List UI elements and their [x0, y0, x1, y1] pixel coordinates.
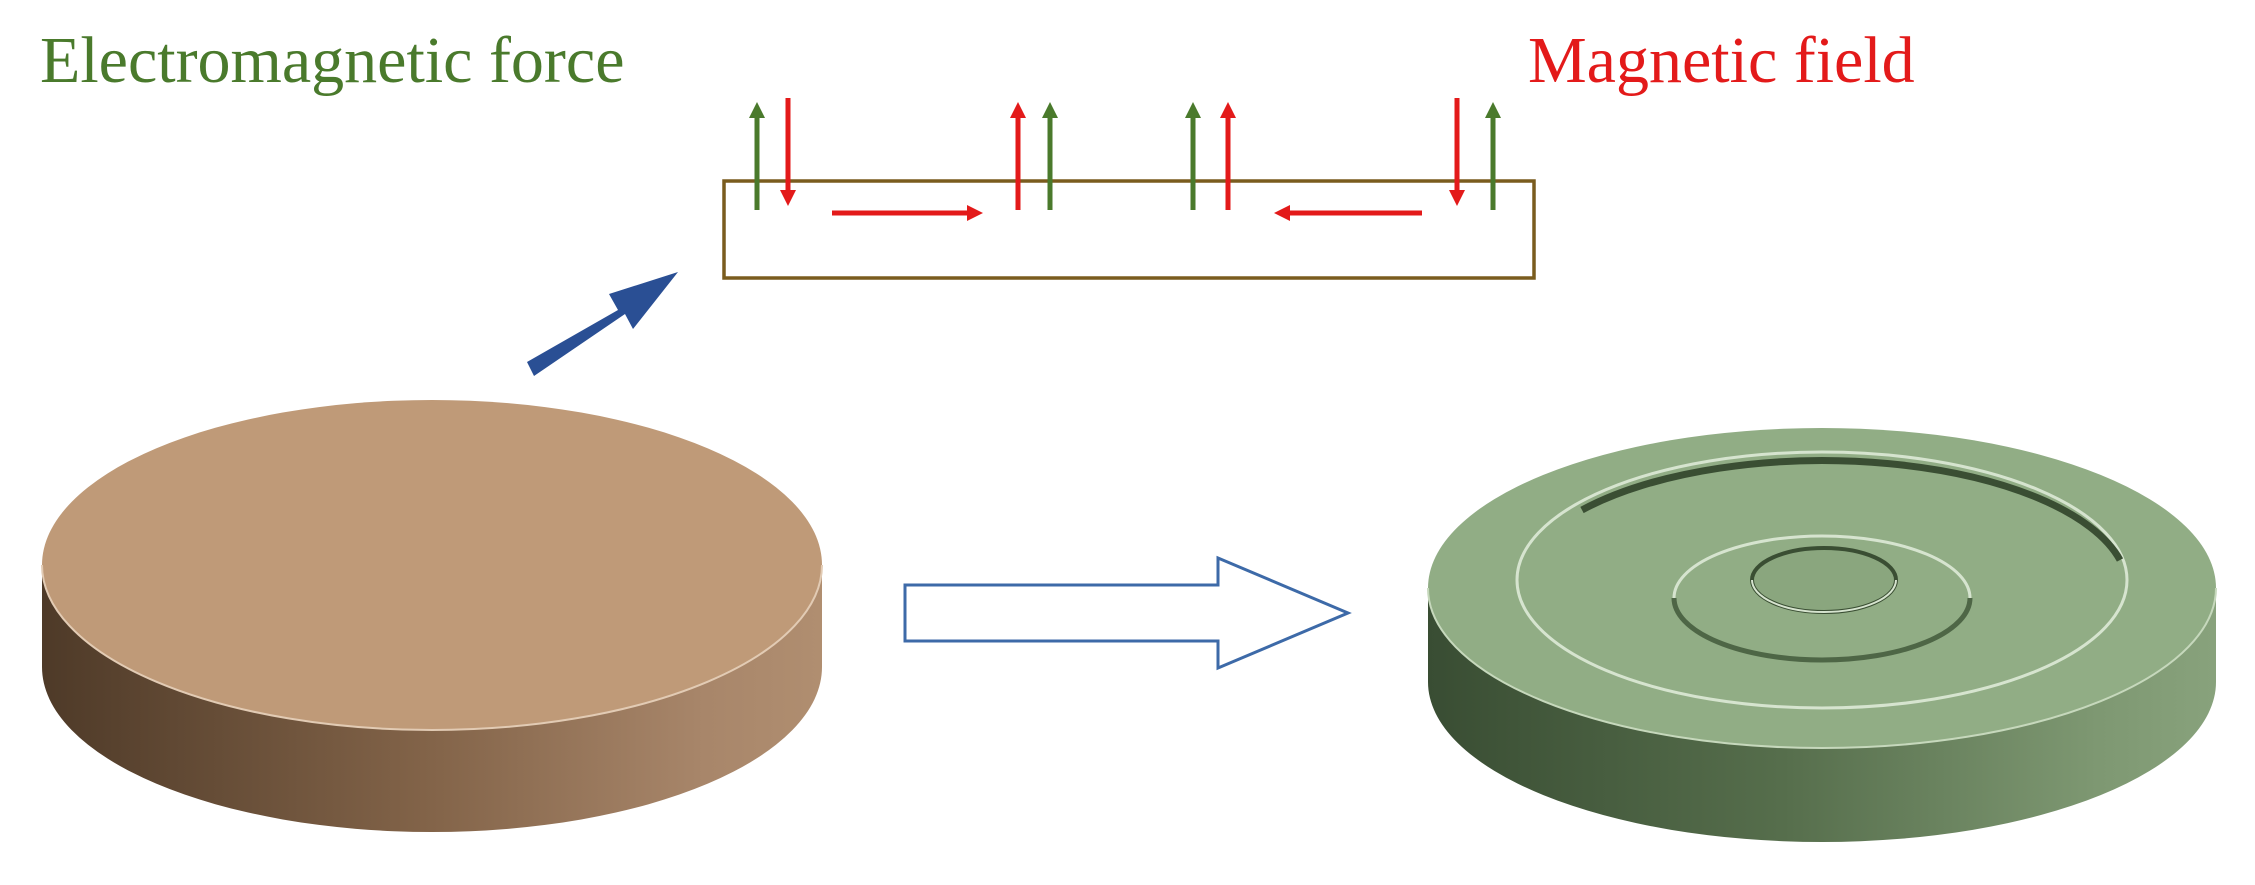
- process-arrow: [903, 555, 1352, 671]
- electromagnetic-force-label: Electromagnetic force: [40, 24, 625, 97]
- outer-groove: [1515, 450, 2129, 710]
- blank-disc-top: [42, 400, 822, 730]
- formed-disc: [1427, 428, 2217, 842]
- pointer-arrow: [527, 272, 678, 376]
- cross-section-rectangle: [722, 179, 1536, 280]
- cross-section-schematic: [722, 98, 1536, 280]
- formed-disc-side: [1428, 588, 2216, 842]
- blank-disc: [41, 400, 823, 832]
- magnetic-field-label: Magnetic field: [1528, 24, 1915, 97]
- blank-disc-side: [42, 565, 822, 832]
